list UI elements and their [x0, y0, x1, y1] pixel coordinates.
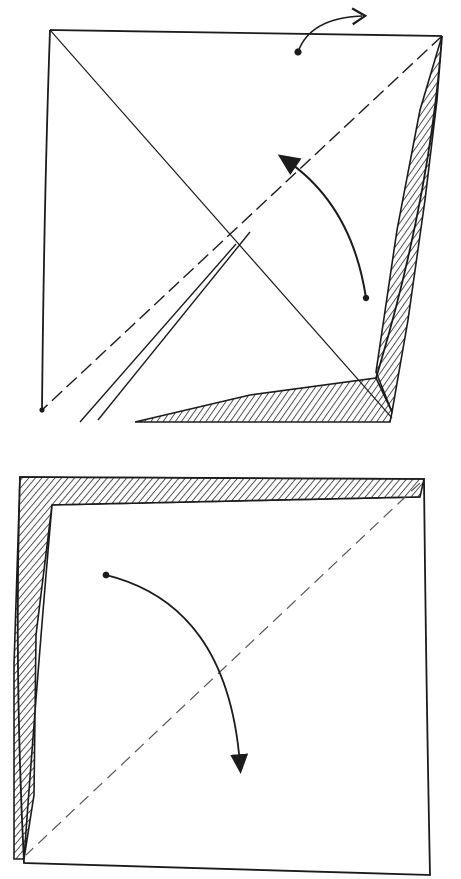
fold-step-one-drawing	[0, 0, 461, 430]
fold-step-one	[0, 0, 461, 430]
dashed-crease	[26, 483, 420, 855]
fold-step-two-drawing	[0, 465, 461, 879]
folded-flap-edge	[80, 232, 250, 422]
outer-square-outline	[18, 477, 430, 875]
fold-step-two	[0, 465, 461, 879]
hatched-back-flap-right	[376, 36, 442, 412]
hatched-border	[14, 477, 424, 859]
fold-arrow-down	[106, 575, 240, 765]
fold-arrow-up	[286, 160, 366, 298]
solid-diagonal	[50, 30, 392, 418]
hatched-back-flap-bottom	[135, 378, 392, 422]
bottom-left-dot	[39, 407, 44, 412]
